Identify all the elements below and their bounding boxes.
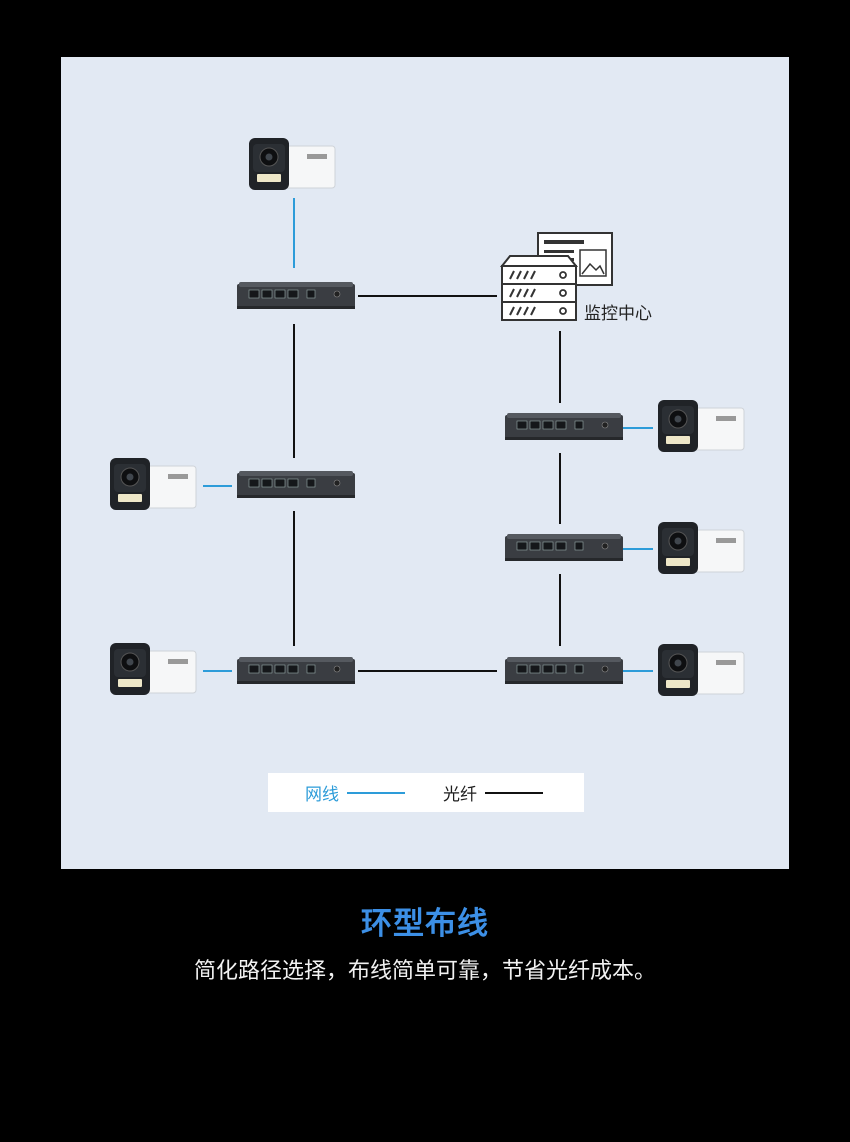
switch bbox=[236, 470, 356, 499]
caption-heading: 环型布线 bbox=[361, 906, 489, 942]
legend-fiber: 光纤 bbox=[405, 780, 543, 805]
fiber-links bbox=[293, 295, 561, 672]
legend-network-cable: 网线 bbox=[268, 780, 405, 805]
camera bbox=[109, 457, 197, 511]
server-stack-icon bbox=[499, 255, 579, 321]
diagram-panel bbox=[61, 57, 789, 869]
switch bbox=[236, 281, 356, 310]
switch bbox=[504, 656, 624, 685]
legend-network-cable-line bbox=[347, 791, 405, 794]
legend: 网线 光纤 bbox=[268, 773, 584, 812]
switch bbox=[504, 412, 624, 441]
legend-fiber-line bbox=[485, 791, 543, 794]
network-cable-links bbox=[203, 198, 653, 672]
legend-fiber-label: 光纤 bbox=[443, 785, 477, 805]
legend-network-cable-label: 网线 bbox=[305, 785, 339, 805]
camera bbox=[657, 521, 745, 575]
caption-subtitle: 简化路径选择，布线简单可靠，节省光纤成本。 bbox=[193, 959, 656, 984]
switch bbox=[236, 656, 356, 685]
monitoring-center-label: 监控中心 bbox=[584, 304, 652, 324]
camera bbox=[657, 399, 745, 453]
camera bbox=[109, 642, 197, 696]
camera bbox=[657, 643, 745, 697]
switch bbox=[504, 533, 624, 562]
monitoring-center: 监控中心 bbox=[499, 232, 652, 324]
camera bbox=[248, 137, 336, 191]
